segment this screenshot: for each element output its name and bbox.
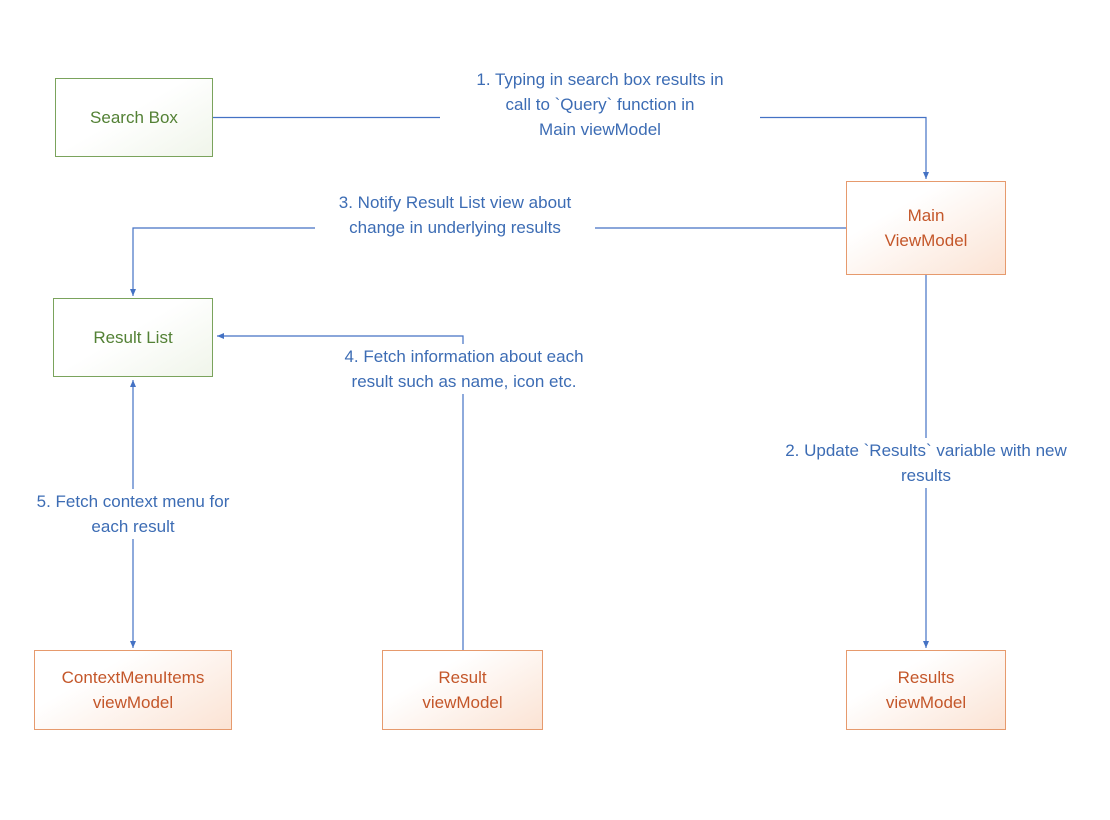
node-result-list: Result List (53, 298, 213, 377)
node-contextmenuitems-viewmodel: ContextMenuItems viewModel (34, 650, 232, 730)
edge-label-2: 2. Update `Results` variable with new re… (761, 438, 1091, 488)
edge-label-4: 4. Fetch information about each result s… (324, 344, 604, 394)
edge-label-1: 1. Typing in search box results in call … (440, 67, 760, 142)
edge-4-arrow (217, 333, 464, 650)
node-result-viewmodel: Result viewModel (382, 650, 543, 730)
edge-label-5: 5. Fetch context menu for each result (18, 489, 248, 539)
node-main-viewmodel: Main ViewModel (846, 181, 1006, 275)
edge-label-3: 3. Notify Result List view about change … (315, 190, 595, 240)
node-results-viewmodel: Results viewModel (846, 650, 1006, 730)
node-search-box: Search Box (55, 78, 213, 157)
edge-3-arrow (130, 227, 846, 296)
